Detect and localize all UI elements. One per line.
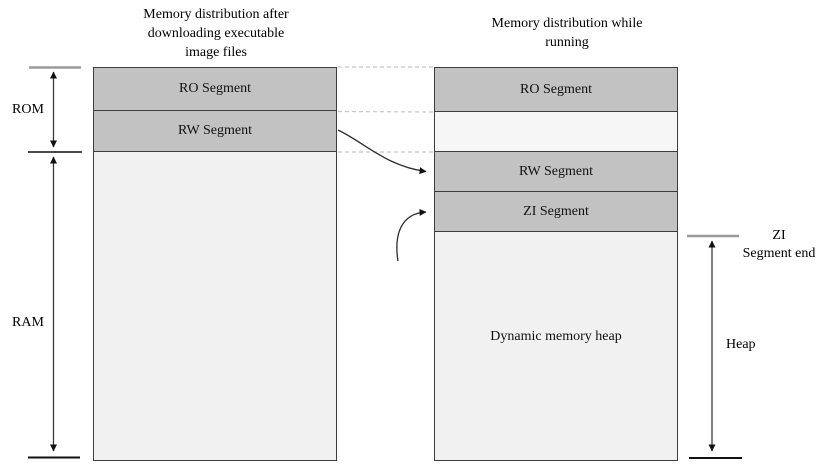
zi-segment-end-label: ZI Segment end [742, 228, 816, 261]
right-rw-segment: RW Segment [435, 152, 677, 192]
left-ro-segment-label: RO Segment [179, 81, 251, 96]
dynamic-memory-heap-label: Dynamic memory heap [490, 329, 622, 344]
left-rw-segment: RW Segment [94, 111, 336, 152]
right-zi-segment: ZI Segment [435, 192, 677, 232]
right-ro-segment: RO Segment [435, 68, 677, 112]
left-panel-title: Memory distribution after downloading ex… [143, 7, 289, 60]
rw-relocation-arrow [337, 129, 427, 175]
right-rw-segment-label: RW Segment [518, 163, 594, 179]
heap-label: Heap [726, 337, 756, 352]
dashed-connector-lines [337, 66, 434, 153]
left-ro-segment: RO Segment [94, 68, 336, 111]
ram-extent-arrow [28, 156, 80, 459]
ram-label: RAM [12, 315, 44, 330]
left-memory-column: RO Segment RW Segment [93, 67, 337, 461]
rom-label: ROM [12, 102, 44, 117]
left-rw-segment-label: RW Segment [177, 123, 253, 138]
left-ram-empty-area [94, 152, 336, 460]
right-ro-segment-label: RO Segment [520, 81, 592, 97]
right-panel-title: Memory distribution while running [491, 16, 643, 50]
right-memory-column: RO Segment RW Segment ZI Segment Dynamic… [434, 67, 678, 461]
right-gap-area [435, 112, 677, 152]
dynamic-memory-heap-area: Dynamic memory heap [435, 232, 677, 460]
zi-relocation-arrow [396, 208, 427, 262]
right-zi-segment-label: ZI Segment [523, 203, 589, 219]
